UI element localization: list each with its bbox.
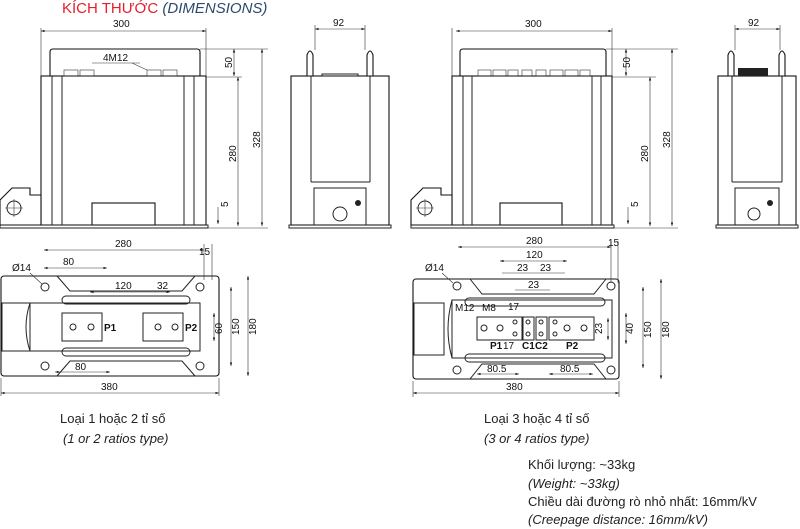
label-m12: M12	[455, 303, 475, 314]
dim-80-top: 80	[63, 257, 75, 268]
dim-23-vertical: 23	[594, 322, 605, 334]
dim-17-bottom: 17	[503, 341, 515, 352]
caption-type12: Loại 1 hoặc 2 tỉ số	[60, 411, 166, 426]
dim-base: 5	[630, 201, 641, 207]
side-view-2: 92	[715, 18, 799, 229]
front-view-1: 4M12 300 50 280 328 5	[0, 19, 268, 229]
dim-380: 380	[101, 382, 118, 393]
caption-type34-en: (3 or 4 ratios type)	[484, 431, 590, 446]
terminal-bolts	[63, 69, 178, 77]
terminal-p2: P2	[566, 341, 579, 352]
plan-view-2: M12 M8 17 P1 17 C1 C2 P2 280 15 120 23 2…	[412, 236, 672, 397]
side-view-1: 92	[288, 18, 392, 229]
dim-80-bottom: 80	[75, 362, 87, 373]
weight-label-en: (Weight: ~33kg)	[528, 476, 620, 491]
dim-23-left: 23	[517, 263, 529, 274]
dim-80-5-left: 80.5	[487, 364, 507, 375]
dim-150: 150	[231, 318, 242, 335]
dim-180: 180	[248, 318, 259, 335]
dim-top: 50	[224, 56, 235, 68]
terminal-c1: C1	[522, 341, 535, 352]
terminal-p1: P1	[104, 323, 117, 334]
dim-40: 40	[625, 322, 636, 334]
title-en: (DIMENSIONS)	[162, 0, 268, 17]
label-m8: M8	[482, 303, 496, 314]
dim-base: 5	[220, 201, 231, 207]
dim-120: 120	[115, 281, 132, 292]
terminal-label: 4M12	[103, 53, 128, 64]
dim-23-center: 23	[528, 280, 540, 291]
dim-15: 15	[199, 247, 211, 258]
dim-total: 328	[662, 131, 673, 148]
dim-hole: Ø14	[12, 263, 31, 274]
creepage-label: Chiều dài đường rò nhỏ nhất: 16mm/kV	[528, 494, 757, 509]
caption-type12-en: (1 or 2 ratios type)	[63, 431, 169, 446]
dim-width: 300	[113, 19, 130, 30]
dim-150: 150	[643, 321, 654, 338]
dim-width: 92	[333, 18, 345, 29]
weight-label: Khối lượng: ~33kg	[528, 457, 636, 472]
terminal-c2: C2	[535, 341, 548, 352]
dim-body: 280	[640, 145, 651, 162]
dim-80-5-right: 80.5	[560, 364, 580, 375]
dim-23-right: 23	[540, 263, 552, 274]
dim-15: 15	[608, 238, 620, 249]
dim-120: 120	[526, 250, 543, 261]
dim-body: 280	[228, 145, 239, 162]
dim-17-top: 17	[508, 302, 520, 313]
dim-32: 32	[157, 281, 169, 292]
front-view-2: 300 50 280 328 5	[410, 19, 678, 229]
title-vi: KÍCH THƯỚC	[62, 0, 159, 17]
dim-280: 280	[115, 239, 132, 250]
dim-hole: Ø14	[425, 263, 444, 274]
plan-view-1: P1 P2 280 15 80 120 32 Ø14 60 150 180 80…	[0, 239, 259, 396]
terminal-p2: P2	[185, 323, 198, 334]
terminal-p1: P1	[490, 341, 503, 352]
dim-total: 328	[252, 131, 263, 148]
caption-type34: Loại 3 hoặc 4 tỉ số	[484, 411, 590, 426]
dim-180: 180	[661, 321, 672, 338]
dim-width: 300	[525, 19, 542, 30]
dim-280: 280	[526, 236, 543, 247]
dimensions-title: KÍCH THƯỚC (DIMENSIONS)	[62, 0, 267, 17]
creepage-label-en: (Creepage distance: 16mm/kV)	[528, 512, 708, 527]
dim-width: 92	[748, 18, 760, 29]
terminal-bolts	[477, 69, 591, 77]
dim-top: 50	[622, 56, 633, 68]
dim-380: 380	[506, 382, 523, 393]
dim-60: 60	[214, 322, 225, 334]
